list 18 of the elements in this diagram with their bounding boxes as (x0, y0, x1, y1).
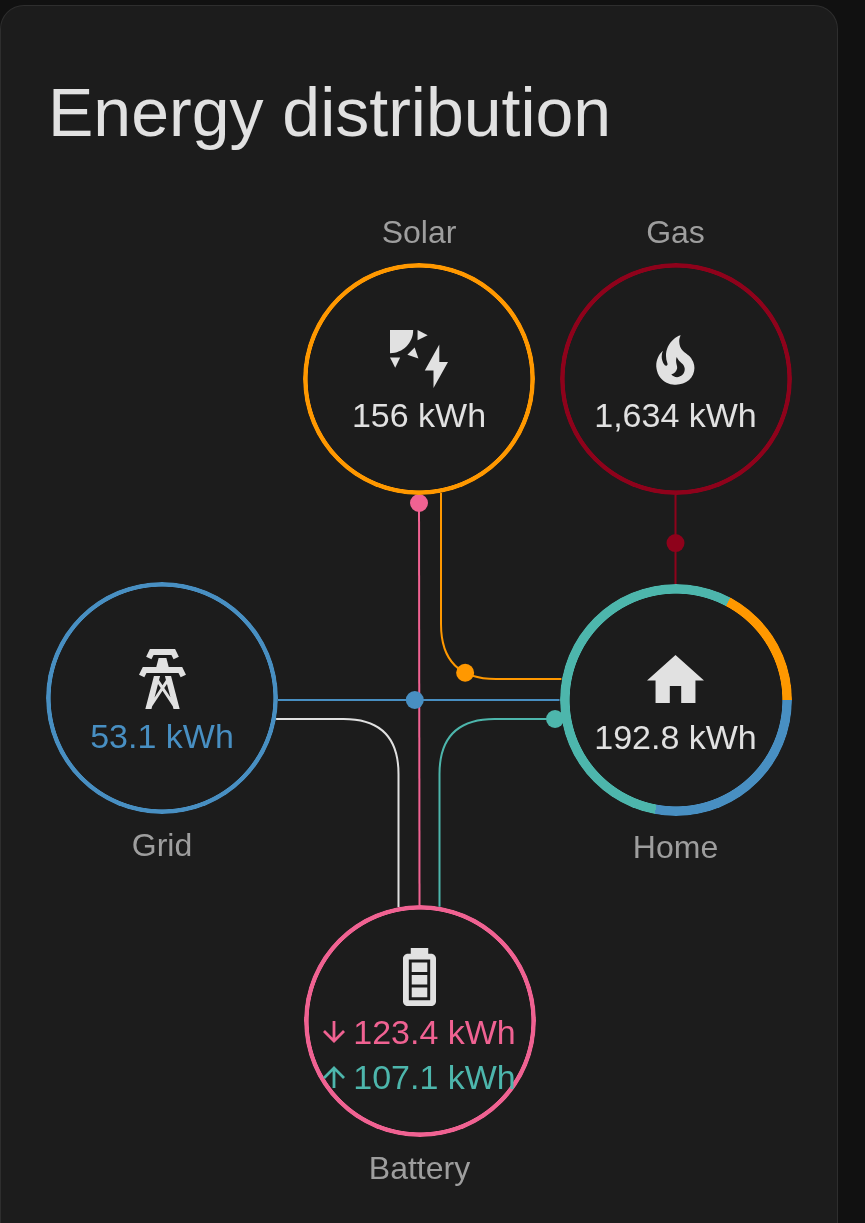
flow-line (410, 494, 428, 906)
flow-line (277, 699, 561, 701)
node-label: Gas (646, 213, 705, 252)
node-label: Solar (381, 213, 457, 252)
flow-line (440, 491, 563, 680)
energy-value: 192.8 kWh (594, 717, 757, 757)
energy-value: 53.1 kWh (90, 716, 234, 756)
flow-line (438, 710, 565, 908)
node-label: Battery (368, 1149, 471, 1188)
card-title: Energy distribution (48, 73, 612, 152)
flow-line (275, 718, 400, 908)
energy-value: 156 kWh (351, 395, 487, 435)
energy-value: 1,634 kWh (594, 395, 757, 435)
flow-line (674, 494, 677, 585)
node-label: Grid (131, 826, 193, 865)
energy-value: 123.4 kWh (353, 1012, 516, 1052)
node-label: Home (632, 828, 719, 867)
energy-value: 107.1 kWh (353, 1057, 516, 1097)
